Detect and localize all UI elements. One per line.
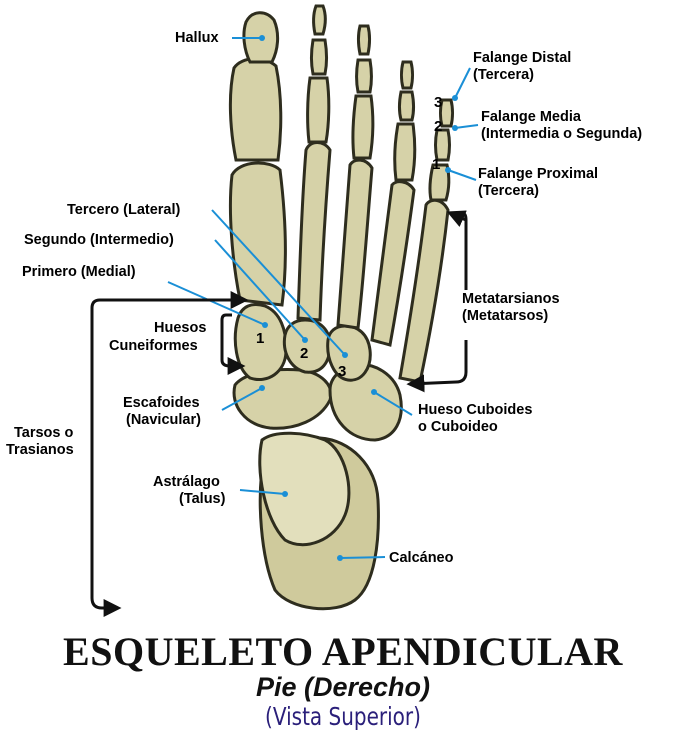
toe2-middle-phalanx <box>310 38 328 76</box>
label-falange-proximal-sub: (Tercera) <box>478 183 539 199</box>
talus-bone <box>258 431 351 547</box>
toe4-middle-phalanx <box>398 90 415 122</box>
toe4-proximal-phalanx <box>393 122 417 182</box>
hallux-proximal-phalanx <box>228 57 283 162</box>
label-tercero-lateral: Tercero (Lateral) <box>67 202 181 218</box>
cuneiformes-bracket <box>220 313 246 375</box>
bracket-arrows <box>90 210 468 617</box>
label-falange-proximal: Falange Proximal <box>478 166 599 182</box>
lateral-cuneiform-bone <box>326 324 372 382</box>
metatarsianos-bracket-top <box>446 210 467 228</box>
tarsos-bracket <box>90 298 242 617</box>
label-hueso-cuboides-sub: o Cuboideo <box>418 419 498 435</box>
label-huesos-cuneiformes-1: Huesos <box>154 320 207 336</box>
label-tarsos: Tarsos o <box>14 425 74 441</box>
page-subtitle: Pie (Derecho) <box>255 672 431 702</box>
phalanx-number-3: 3 <box>434 94 443 111</box>
label-falange-distal: Falange Distal <box>473 50 572 66</box>
metatarsal-1 <box>228 161 287 307</box>
label-huesos-cuneiformes-2: Cuneiformes <box>109 338 198 354</box>
toe3-distal-phalanx <box>357 24 371 56</box>
label-escafoides-sub: (Navicular) <box>126 412 201 428</box>
label-metatarsianos-sub: (Metatarsos) <box>462 308 549 324</box>
view-caption: (Vista Superior) <box>265 702 421 731</box>
label-falange-media-sub: (Intermedia o Segunda) <box>481 126 643 142</box>
toe2-proximal-phalanx <box>306 76 331 144</box>
label-segundo-intermedio: Segundo (Intermedio) <box>24 232 174 248</box>
page-title: ESQUELETO APENDICULAR <box>63 629 623 674</box>
label-astragalo-sub: (Talus) <box>179 491 226 507</box>
metatarsal-3 <box>336 158 374 330</box>
leader-dots <box>259 35 458 561</box>
cuneiform-number-3: 3 <box>338 363 347 380</box>
toe3-proximal-phalanx <box>351 94 375 160</box>
label-hallux: Hallux <box>175 30 219 46</box>
phalanx-number-1: 1 <box>432 156 441 173</box>
label-tarsos-sub: Trasianos <box>6 442 74 458</box>
label-calcaneo: Calcáneo <box>389 550 454 566</box>
toe5-distal-phalanx <box>439 98 454 128</box>
foot-bones <box>228 4 454 611</box>
label-falange-media: Falange Media <box>481 109 581 125</box>
toe3-middle-phalanx <box>355 58 373 94</box>
metatarsal-2 <box>296 141 332 322</box>
metatarsal-5 <box>398 198 450 384</box>
label-primero-medial: Primero (Medial) <box>22 264 136 280</box>
label-hueso-cuboides: Hueso Cuboides <box>418 402 533 418</box>
leader-lines <box>167 37 479 559</box>
cuneiform-number-1: 1 <box>256 330 265 347</box>
toe2-distal-phalanx <box>312 4 327 36</box>
phalanx-number-2: 2 <box>434 118 443 135</box>
metatarsal-4 <box>370 180 416 347</box>
label-falange-distal-sub: (Tercera) <box>473 67 534 83</box>
toe4-distal-phalanx <box>400 60 414 90</box>
label-escafoides: Escafoides <box>123 395 200 411</box>
label-astragalo: Astrálago <box>153 474 220 490</box>
toe5-middle-phalanx <box>434 128 451 162</box>
label-metatarsianos: Metatarsianos <box>462 291 560 307</box>
cuneiform-number-2: 2 <box>300 345 309 362</box>
